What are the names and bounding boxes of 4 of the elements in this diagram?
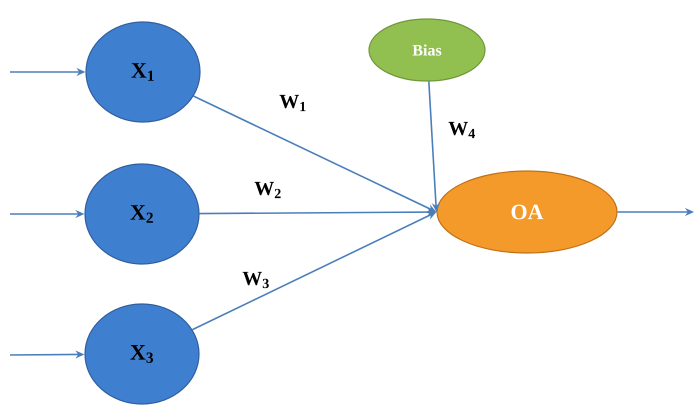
edge-label: W$_{3}$ [242,272,269,288]
edge-label: W$_{2}$ [254,182,281,198]
edge-label: W$_{1}$ [280,94,306,112]
edge-label: W$_{4}$ [448,122,475,138]
